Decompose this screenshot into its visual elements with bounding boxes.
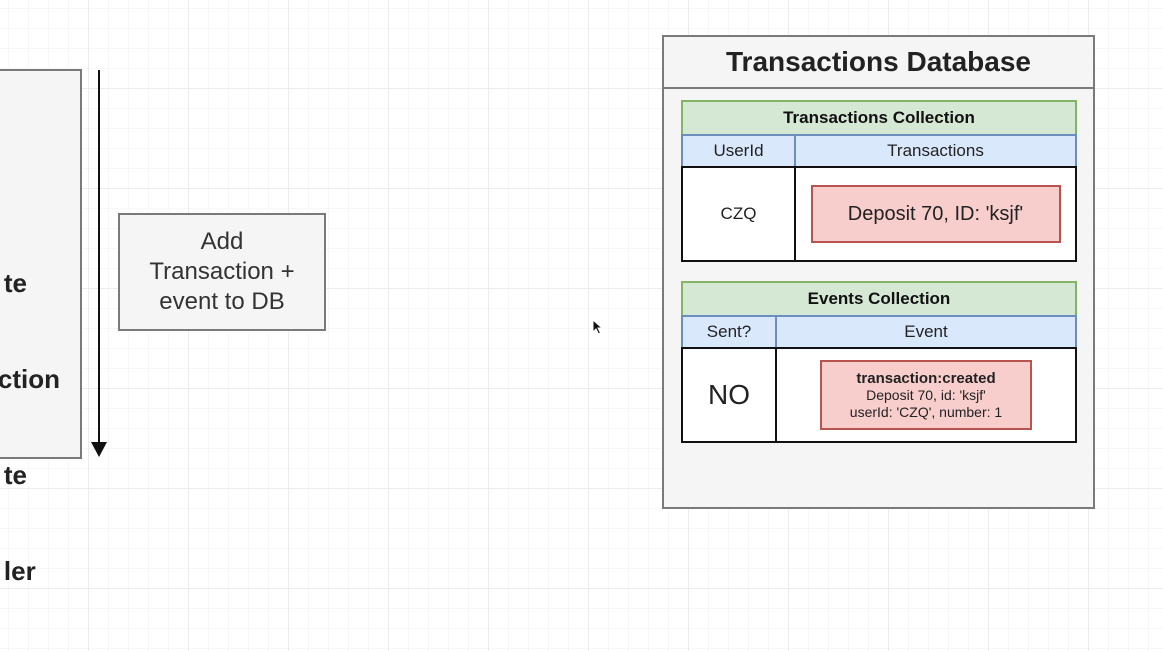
add-transaction-step-box: Add Transaction + event to DB [118, 213, 326, 331]
left-label-line-4: ler [3, 556, 36, 586]
left-process-box: te ction te ler [0, 69, 82, 586]
event-record: transaction:created Deposit 70, id: 'ksj… [820, 360, 1032, 430]
left-label-line-2: ction [0, 364, 60, 394]
transaction-record: Deposit 70, ID: 'ksjf' [810, 185, 1061, 243]
add-step-line-3: event to DB [159, 288, 285, 315]
left-label-line-3: te [3, 460, 28, 490]
flow-arrow-head [91, 442, 107, 457]
event-detail-line-2: userId: 'CZQ', number: 1 [849, 403, 1003, 420]
event-detail-line-1: Deposit 70, id: 'ksjf' [866, 386, 986, 403]
transactions-collection-title: Transactions Collection [681, 100, 1077, 136]
transactions-column-header: Transactions [794, 134, 1077, 168]
sent-cell: NO [681, 347, 777, 443]
event-name: transaction:created [856, 369, 996, 387]
event-cell: transaction:created Deposit 70, id: 'ksj… [775, 347, 1077, 443]
events-collection-title: Events Collection [681, 281, 1077, 317]
event-column-header: Event [775, 315, 1077, 349]
userid-cell: CZQ [681, 166, 796, 262]
mouse-pointer-icon [592, 319, 604, 335]
add-step-line-2: Transaction + [149, 258, 295, 285]
sent-column-header: Sent? [681, 315, 777, 349]
flow-arrow-line [98, 70, 100, 444]
left-label-line-1: te [3, 268, 28, 298]
add-step-line-1: Add [200, 228, 244, 255]
userid-column-header: UserId [681, 134, 796, 168]
transactions-cell: Deposit 70, ID: 'ksjf' [794, 166, 1077, 262]
transactions-database: Transactions Database Transactions Colle… [662, 35, 1095, 509]
left-process-label: te ction te ler [0, 203, 60, 651]
database-title: Transactions Database [664, 37, 1093, 89]
